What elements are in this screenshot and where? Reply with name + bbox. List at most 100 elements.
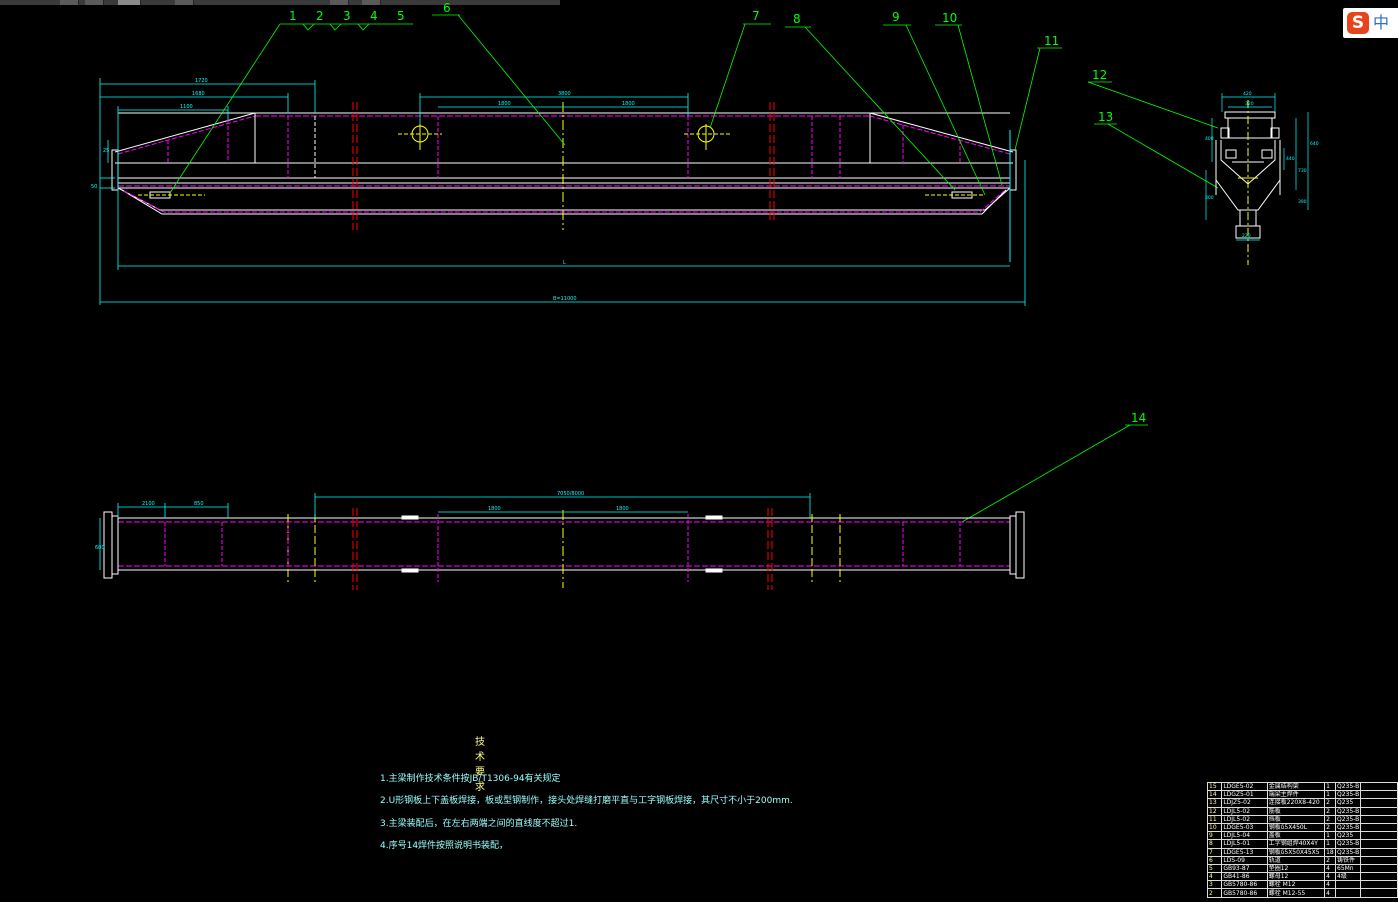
- dim-plan-1: 2100: [142, 501, 155, 507]
- callout-6: 6: [443, 1, 451, 15]
- dim-top-2: 1680: [192, 91, 205, 97]
- toolbar-button[interactable]: [330, 0, 349, 5]
- bom-cell: 7: [1206, 847, 1223, 857]
- toolbar-button[interactable]: [175, 0, 194, 5]
- bom-cell: 4: [1324, 880, 1336, 890]
- callout-2: 2: [316, 9, 324, 23]
- bom-cell: 钢板δ5X50X45X5: [1266, 847, 1326, 857]
- bom-cell: [1334, 880, 1362, 890]
- callout-4: 4: [370, 9, 378, 23]
- leader-lines: [169, 14, 1219, 523]
- bom-cell: 5: [1206, 863, 1223, 874]
- bom-cell: 4: [1324, 872, 1336, 882]
- bom-cell: GB41-86: [1221, 872, 1268, 882]
- bom-cell: 铸铁件: [1334, 855, 1362, 865]
- dim-mid-2: 1800: [622, 101, 635, 107]
- note-line: 3.主梁装配后，在左右两端之间的直线度不超过1.: [380, 819, 578, 829]
- callout-13: 13: [1098, 110, 1113, 124]
- bom-cell: 15: [1206, 781, 1223, 792]
- callout-numbers: 1 2 3 4 5 6 7 8 9 10 11 12 13 14: [289, 1, 1146, 425]
- dim-left-h2: 50: [91, 184, 97, 190]
- callout-11: 11: [1044, 34, 1059, 48]
- bom-cell: 8: [1206, 839, 1223, 849]
- bom-cell: [1360, 831, 1398, 841]
- bom-cell: 4: [1206, 872, 1223, 882]
- plan-dimensions: [99, 493, 811, 570]
- dim-top-3: 1100: [180, 104, 193, 110]
- toolbar-button[interactable]: [362, 0, 381, 5]
- bom-cell: [1360, 822, 1398, 833]
- section-view: [1215, 100, 1281, 265]
- bom-cell: [1360, 847, 1398, 857]
- bom-cell: Q235: [1334, 831, 1362, 841]
- dim-sec-top: 420: [1243, 91, 1252, 97]
- bom-cell: 2: [1324, 798, 1336, 808]
- bom-cell: 钢板δ5X450L: [1266, 822, 1326, 833]
- toolbar-button[interactable]: [85, 0, 104, 5]
- callout-8: 8: [793, 12, 801, 26]
- bom-cell: Q235-B: [1334, 806, 1362, 816]
- bom-cell: LDJL5-02: [1221, 806, 1268, 816]
- bom-cell: [1360, 880, 1398, 890]
- bom-cell: 3: [1206, 880, 1223, 890]
- dim-plan-mid2: 1800: [616, 506, 629, 512]
- dim-plan-long: 7050/8000: [557, 491, 584, 497]
- bom-cell: 4: [1324, 863, 1336, 874]
- bom-cell: 工字钢组焊40X4Y: [1266, 839, 1326, 849]
- bom-cell: [1360, 798, 1398, 808]
- bom-cell: 9: [1206, 831, 1223, 841]
- bom-cell: 垫圈12: [1266, 863, 1326, 874]
- ime-indicator[interactable]: S 中: [1343, 8, 1398, 38]
- bom-cell: LDJL5-02: [1221, 814, 1268, 824]
- bom-cell: 2: [1324, 814, 1336, 824]
- section-dimension-text: 420 320 440 730 640 390 400 300 220: [1205, 91, 1319, 239]
- dim-sec-h4: 390: [1298, 199, 1307, 205]
- cad-toolbar-strip: [0, 0, 560, 5]
- bom-cell: [1334, 888, 1362, 898]
- bom-cell: Q235-B: [1334, 839, 1362, 849]
- bom-cell: [1360, 814, 1398, 824]
- bom-cell: LDJL5-04: [1221, 831, 1268, 841]
- bom-cell: [1360, 872, 1398, 882]
- note-line: 4.序号14焊件按照说明书装配，: [380, 841, 509, 851]
- dim-span-l: L: [563, 260, 566, 266]
- dim-sec-bot: 220: [1242, 233, 1251, 239]
- dim-top-1: 1720: [195, 78, 208, 84]
- bom-cell: 4: [1324, 888, 1336, 898]
- ime-language-label[interactable]: 中: [1373, 13, 1390, 32]
- bom-cell: LDGZ5-01: [1221, 790, 1268, 800]
- dim-sec-left1: 400: [1205, 136, 1214, 142]
- bom-cell: LDGE5-03: [1221, 822, 1268, 833]
- bom-cell: 11: [1206, 814, 1223, 824]
- bom-cell: LDS-09: [1221, 855, 1268, 865]
- toolbar-button-active[interactable]: [118, 0, 141, 5]
- section-dimensions: [1205, 93, 1309, 241]
- bom-cell: LDJL5-01: [1221, 839, 1268, 849]
- dim-plan-2: 850: [194, 501, 204, 507]
- bom-cell: 螺栓 M12-55: [1266, 888, 1326, 898]
- notes-title: 技术要求: [475, 737, 486, 793]
- bom-cell: 盖板: [1266, 831, 1326, 841]
- toolbar-button[interactable]: [60, 0, 79, 5]
- bom-cell: 端梁主焊件: [1266, 790, 1326, 800]
- dim-sec-h1: 440: [1286, 156, 1295, 162]
- bom-cell: 螺母12: [1266, 872, 1326, 882]
- bom-cell: Q235-B: [1334, 847, 1362, 857]
- sogou-logo-icon: S: [1347, 12, 1369, 34]
- bom-cell: 1: [1324, 831, 1336, 841]
- callout-5: 5: [397, 9, 405, 23]
- bom-cell: 65Mn: [1334, 863, 1362, 874]
- bom-cell: 2: [1324, 822, 1336, 833]
